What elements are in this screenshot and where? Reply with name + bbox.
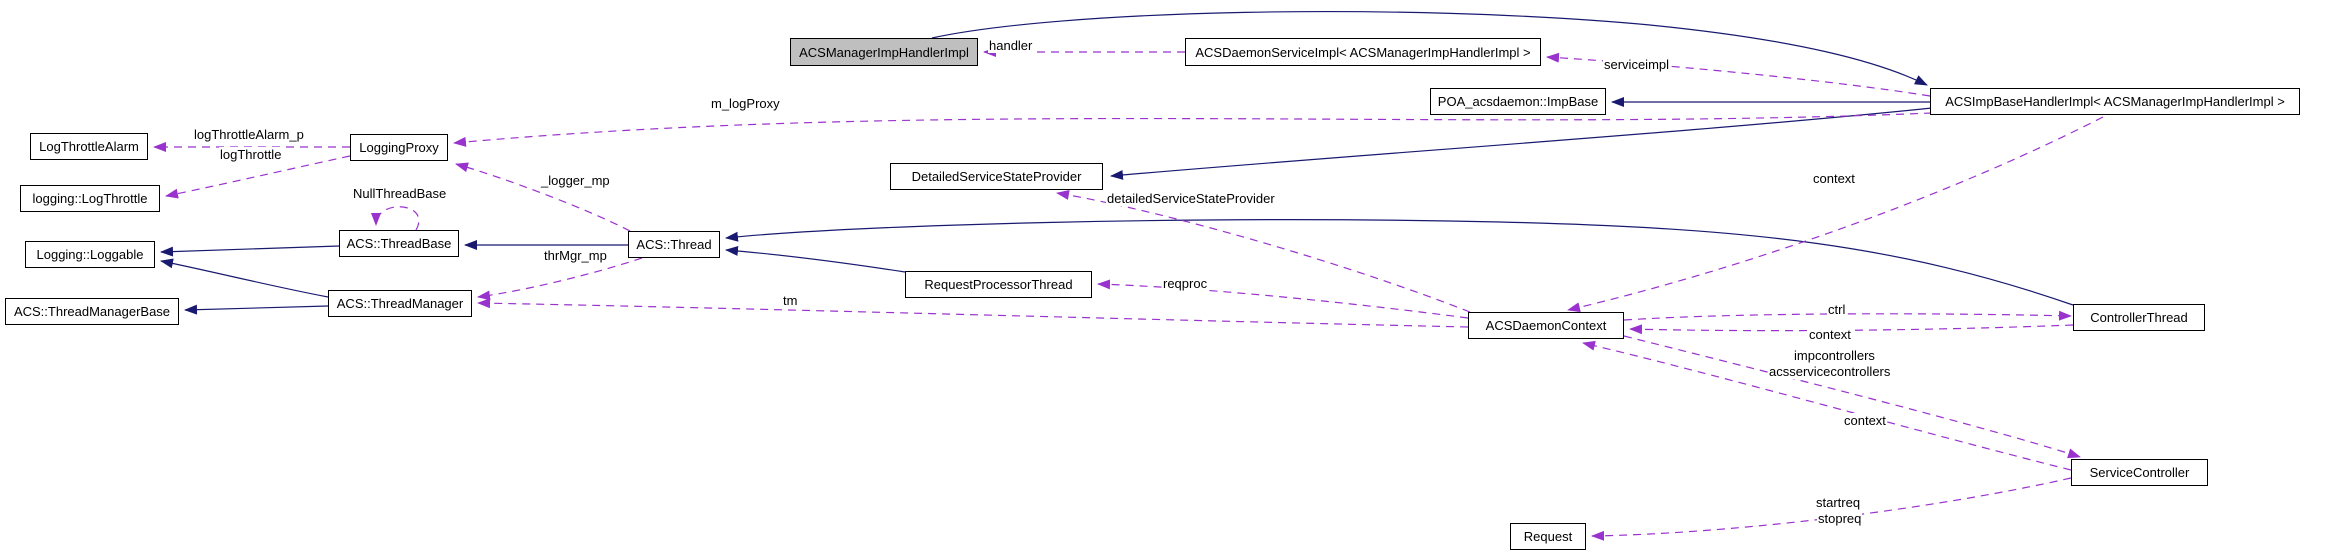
node-detailed-service-state-provider[interactable]: DetailedServiceStateProvider bbox=[890, 163, 1103, 190]
node-poa-acsdaemon-impbase[interactable]: POA_acsdaemon::ImpBase bbox=[1430, 88, 1606, 115]
node-controller-thread[interactable]: ControllerThread bbox=[2073, 304, 2205, 331]
node-label: ACS::Thread bbox=[636, 237, 712, 252]
node-label: ACSDaemonContext bbox=[1485, 318, 1607, 333]
node-label: ACSDaemonServiceImpl< ACSManagerImpHandl… bbox=[1195, 44, 1531, 60]
edge-thrmgr-mp bbox=[477, 257, 643, 301]
edge-threadmanager-inherits-threadmanagerbase bbox=[184, 304, 329, 315]
node-label: RequestProcessorThread bbox=[924, 277, 1073, 292]
node-acs-thread-manager[interactable]: ACS::ThreadManager bbox=[328, 290, 472, 317]
edge-logthrottle bbox=[165, 155, 351, 199]
node-acs-manager-imp-handler-impl: ACSManagerImpHandlerImpl bbox=[790, 38, 978, 66]
edge-serviceimpl bbox=[1546, 52, 1931, 97]
node-label: Logging::Loggable bbox=[36, 247, 144, 262]
node-request-processor-thread[interactable]: RequestProcessorThread bbox=[905, 271, 1092, 298]
edge-impbasehandler-inherits-detailedservicestateprovider bbox=[1110, 107, 1933, 180]
edge-logger-mp bbox=[455, 162, 631, 232]
edge-context-servicecontroller bbox=[1582, 340, 2072, 471]
node-label: logging::LogThrottle bbox=[32, 191, 148, 206]
node-label: LoggingProxy bbox=[359, 140, 439, 155]
node-label: DetailedServiceStateProvider bbox=[911, 169, 1082, 184]
node-service-controller[interactable]: ServiceController bbox=[2071, 459, 2208, 486]
edge-nullthreadbase-selfloop bbox=[371, 206, 420, 231]
edge-requestprocessorthread-inherits-thread bbox=[725, 245, 906, 273]
node-label: Request bbox=[1523, 529, 1573, 544]
node-request[interactable]: Request bbox=[1510, 523, 1586, 550]
node-acs-daemon-context[interactable]: ACSDaemonContext bbox=[1468, 312, 1624, 339]
edge-context-impbasehandler bbox=[1567, 116, 2104, 313]
node-acs-thread-base[interactable]: ACS::ThreadBase bbox=[339, 230, 459, 257]
node-acs-imp-base-handler-impl[interactable]: ACSImpBaseHandlerImpl< ACSManagerImpHand… bbox=[1930, 88, 2300, 115]
edge-startreq-stopreq bbox=[1591, 477, 2072, 541]
edge-tm bbox=[477, 298, 1469, 328]
node-label: ServiceController bbox=[2089, 465, 2190, 480]
edge-threadbase-inherits-loggable bbox=[160, 245, 340, 257]
edge-context-controllerthread bbox=[1629, 324, 2074, 335]
edge-ctrl bbox=[1623, 310, 2072, 321]
edge-detailedservicestateprovider-member bbox=[1056, 190, 1471, 313]
node-label: ACSManagerImpHandlerImpl bbox=[799, 44, 969, 60]
edge-impcontrollers-acsservicecontrollers bbox=[1623, 335, 2081, 459]
node-acs-daemon-service-impl[interactable]: ACSDaemonServiceImpl< ACSManagerImpHandl… bbox=[1185, 38, 1541, 66]
node-label: POA_acsdaemon::ImpBase bbox=[1437, 94, 1599, 109]
node-log-throttle-alarm[interactable]: LogThrottleAlarm bbox=[30, 133, 148, 160]
node-label: ControllerThread bbox=[2090, 310, 2188, 325]
node-logging-loggable[interactable]: Logging::Loggable bbox=[25, 241, 155, 268]
node-label: ACS::ThreadManager bbox=[336, 296, 464, 311]
edge-reqproc bbox=[1097, 279, 1469, 319]
node-label: ACS::ThreadBase bbox=[346, 236, 452, 251]
node-acs-thread[interactable]: ACS::Thread bbox=[628, 231, 720, 258]
edge-manager-impl-inherits-impbasehandler bbox=[931, 10, 1928, 86]
node-logging-proxy[interactable]: LoggingProxy bbox=[350, 134, 448, 161]
edge-controllerthread-inherits-thread bbox=[725, 219, 2074, 306]
edge-threadmanager-inherits-loggable bbox=[160, 258, 329, 298]
node-label: LogThrottleAlarm bbox=[39, 139, 139, 154]
node-label: ACSImpBaseHandlerImpl< ACSManagerImpHand… bbox=[1945, 94, 2285, 109]
edge-m-logproxy bbox=[453, 112, 1933, 147]
node-label: ACS::ThreadManagerBase bbox=[13, 304, 171, 319]
node-logging-log-throttle[interactable]: logging::LogThrottle bbox=[20, 185, 160, 212]
node-acs-thread-manager-base[interactable]: ACS::ThreadManagerBase bbox=[5, 298, 179, 325]
